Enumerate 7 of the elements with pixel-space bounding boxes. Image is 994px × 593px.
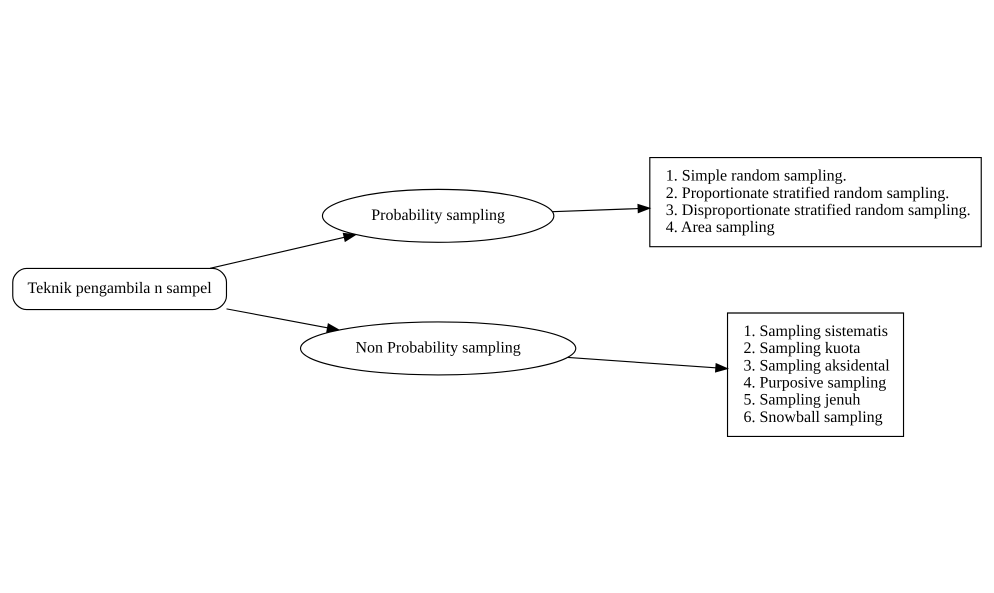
arrow: [552, 203, 652, 213]
arrow: [568, 356, 730, 372]
arrow: [226, 308, 341, 332]
arrow: [210, 232, 358, 268]
node-box: Teknik pengambila n sampel: [12, 267, 228, 310]
node-box: 1. Sampling sistematis 2. Sampling kuota 3. Sampling aksidental 4. Purposive sampling 5. Sampling jenuh 6. Snowball sampling: [726, 312, 904, 436]
node-box: 1. Simple random sampling. 2. Proportionate stratified random sampling. 3. Disproportionate stratified random sampling. 4. Area sampling: [649, 156, 982, 247]
